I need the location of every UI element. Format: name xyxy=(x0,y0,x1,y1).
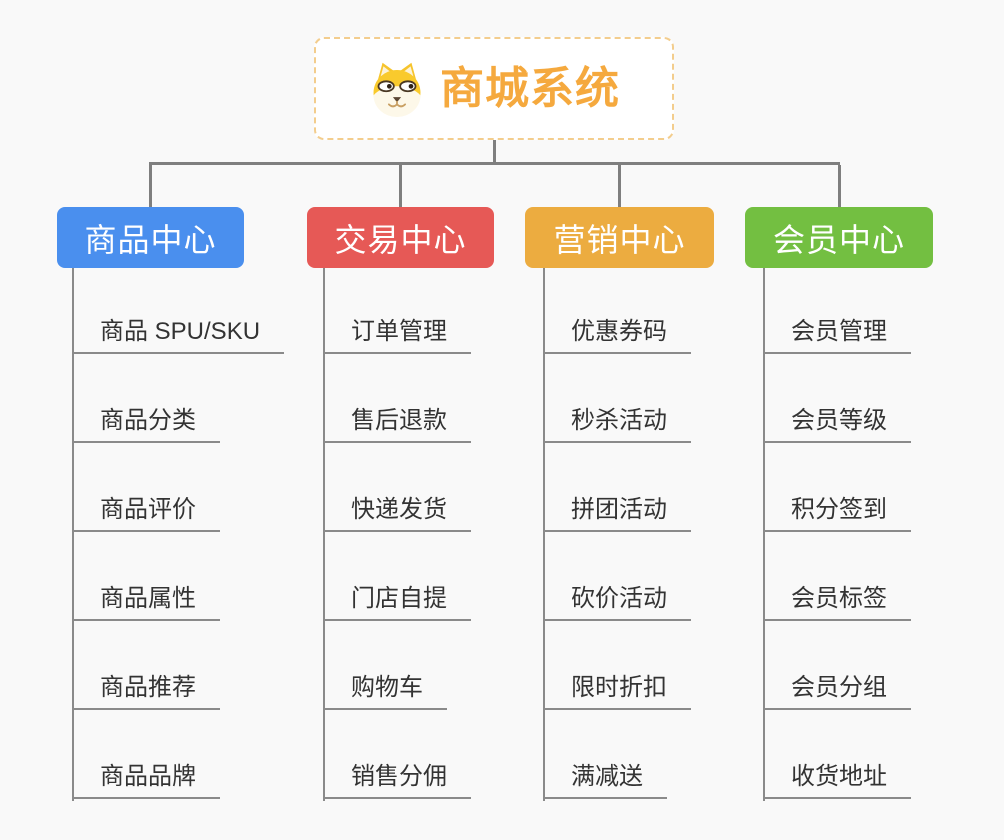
leaf-node[interactable]: 商品品牌 xyxy=(72,759,220,799)
leaf-node[interactable]: 商品评价 xyxy=(72,492,220,532)
leaf-node[interactable]: 会员管理 xyxy=(763,314,911,354)
dog-face-icon xyxy=(373,62,421,117)
root-connector-line xyxy=(493,140,496,165)
leaf-node[interactable]: 满减送 xyxy=(543,759,667,799)
root-title: 商城系统 xyxy=(440,63,620,113)
leaf-node[interactable]: 购物车 xyxy=(323,670,447,710)
leaf-node[interactable]: 砍价活动 xyxy=(543,581,691,621)
leaf-node[interactable]: 会员分组 xyxy=(763,670,911,710)
branch-node-trade-center[interactable]: 交易中心 xyxy=(307,207,494,268)
child-rail-product xyxy=(72,268,74,801)
drop-line-trade xyxy=(399,165,402,207)
branch-label: 商品中心 xyxy=(84,221,217,258)
leaf-node[interactable]: 商品属性 xyxy=(72,581,220,621)
leaf-node[interactable]: 订单管理 xyxy=(323,314,471,354)
leaf-node[interactable]: 会员标签 xyxy=(763,581,911,621)
leaf-node[interactable]: 拼团活动 xyxy=(543,492,691,532)
leaf-node[interactable]: 优惠券码 xyxy=(543,314,691,354)
leaf-node[interactable]: 商品分类 xyxy=(72,403,220,443)
child-rail-trade xyxy=(323,268,325,801)
leaf-node[interactable]: 门店自提 xyxy=(323,581,471,621)
drop-line-marketing xyxy=(618,165,621,207)
leaf-node[interactable]: 收货地址 xyxy=(763,759,911,799)
leaf-node[interactable]: 售后退款 xyxy=(323,403,471,443)
branch-rail-line xyxy=(149,162,840,165)
branch-label: 会员中心 xyxy=(772,221,905,258)
leaf-node[interactable]: 销售分佣 xyxy=(323,759,471,799)
leaf-node[interactable]: 秒杀活动 xyxy=(543,403,691,443)
child-rail-marketing xyxy=(543,268,545,801)
branch-label: 营销中心 xyxy=(553,221,686,258)
leaf-node[interactable]: 商品推荐 xyxy=(72,670,220,710)
drop-line-product xyxy=(149,165,152,207)
leaf-node[interactable]: 快递发货 xyxy=(323,492,471,532)
leaf-node[interactable]: 限时折扣 xyxy=(543,670,691,710)
leaf-node[interactable]: 积分签到 xyxy=(763,492,911,532)
branch-node-product-center[interactable]: 商品中心 xyxy=(57,207,244,268)
branch-node-member-center[interactable]: 会员中心 xyxy=(745,207,933,268)
branch-label: 交易中心 xyxy=(334,221,467,258)
root-node[interactable]: 商城系统 xyxy=(314,37,674,140)
leaf-node[interactable]: 会员等级 xyxy=(763,403,911,443)
child-rail-member xyxy=(763,268,765,801)
branch-node-marketing-center[interactable]: 营销中心 xyxy=(525,207,714,268)
leaf-node[interactable]: 商品 SPU/SKU xyxy=(72,314,285,354)
drop-line-member xyxy=(838,165,841,207)
